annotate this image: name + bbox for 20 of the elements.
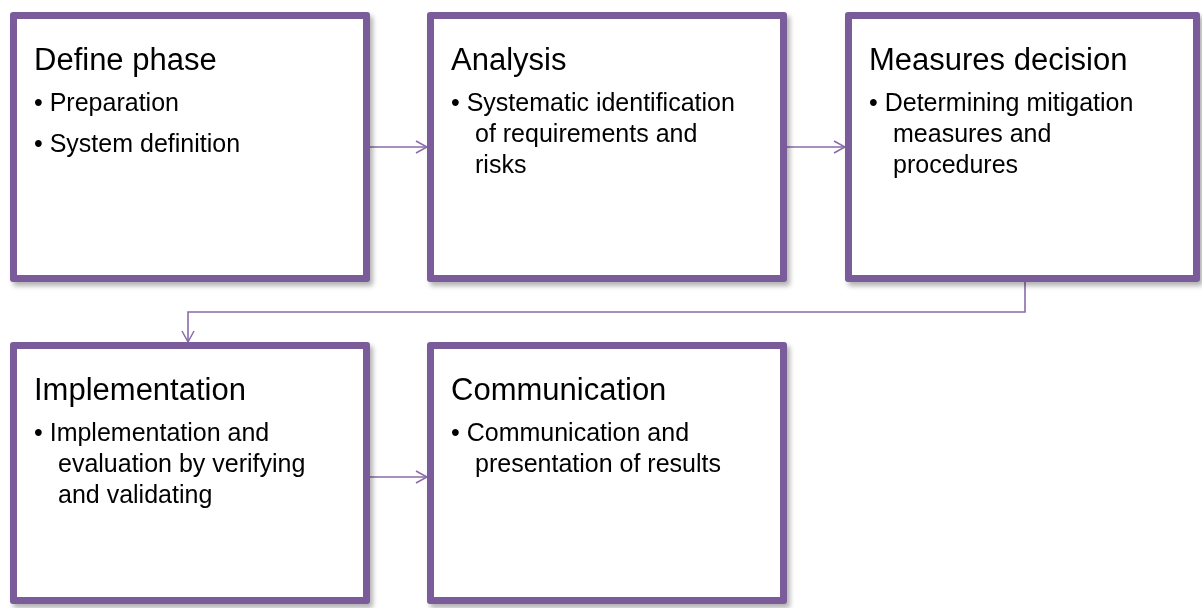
process-box [10,342,370,604]
bullet-item: • Preparation [34,87,180,118]
process-box [845,12,1200,282]
arrow [369,470,428,484]
bullet-item: • Communication and presentation of results [451,417,722,479]
box-heading: Implementation [34,371,247,409]
box-heading: Define phase [34,41,218,79]
bullet-item: • System definition [34,128,242,159]
box-heading: Communication [451,371,668,409]
arrow [786,140,846,154]
bullet-item: • Systematic identification of requirements and risks [451,87,736,180]
bullet-item: • Determining mitigation measures and procedures [869,87,1135,180]
box-heading: Analysis [451,41,568,79]
process-box [427,342,787,604]
process-box [10,12,370,282]
bullet-item: • Implementation and evaluation by verifying and validating [34,417,307,510]
box-heading: Measures decision [869,41,1129,79]
process-box [427,12,787,282]
arrow [369,140,428,154]
arrow [181,281,1026,343]
